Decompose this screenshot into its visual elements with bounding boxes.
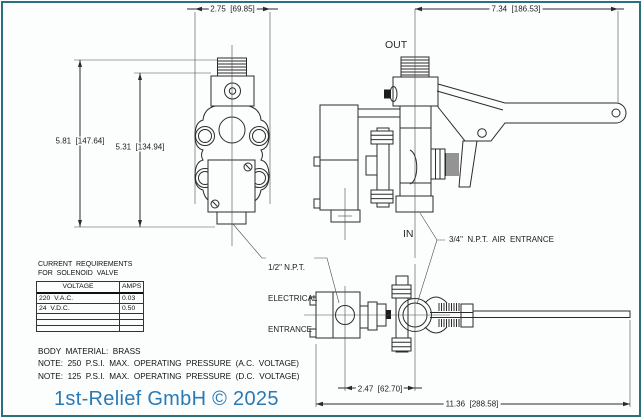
electrical-leader-front [232, 223, 266, 259]
dim-height-total: 5.81 [147.64] [53, 136, 107, 146]
bottom-view [304, 264, 631, 407]
table-cell-voltage: 220 V.A.C. [37, 294, 120, 303]
spring-nut [430, 148, 446, 180]
table-cell-amps [120, 314, 143, 319]
electrical-leader-bottom [314, 257, 340, 304]
watermark: 1st-Relief GmbH © 2025 [54, 388, 279, 410]
side-valve-column [395, 106, 434, 213]
dim-solenoid-center: 2.47 [62.70] [355, 384, 405, 394]
side-air-port [395, 195, 434, 213]
bottom-stud [386, 310, 391, 319]
table-header-voltage: VOLTAGE [37, 282, 120, 292]
bottom-spring [430, 303, 473, 327]
dim-height-body: 5.31 [134.94] [113, 142, 167, 152]
plate-screw-top [243, 162, 253, 172]
current-requirements-table: VOLTAGE AMPS 220 V.A.C. 0.03 24 V.D.C. 0… [36, 281, 144, 332]
electrical-callout-line3: ENTRANCE [268, 325, 313, 335]
electrical-callout-line1: 1/2" N.P.T. [268, 263, 305, 272]
bottom-dimensions [315, 320, 631, 407]
dim-overall-length: 11.36 [288.58] [443, 399, 501, 409]
air-entrance-callout: 3/4" N.P.T. AIR ENTRANCE [449, 235, 554, 244]
side-spring-coils [445, 153, 459, 176]
front-cover-plate [207, 159, 256, 213]
note-ac-pressure: NOTE: 250 P.S.I. MAX. OPERATING PRESSURE… [38, 359, 299, 369]
side-valve-head [384, 76, 439, 107]
side-stud [384, 89, 391, 99]
notes-block: BODY MATERIAL: BRASS NOTE: 250 P.S.I. MA… [38, 346, 299, 383]
note-body-material: BODY MATERIAL: BRASS [38, 347, 141, 356]
note-dc-pressure: NOTE: 125 P.S.I. MAX. OPERATING PRESSURE… [38, 371, 300, 381]
bottom-bolt-top [391, 284, 412, 299]
dim-lever-reach: 7.34 [186.53] [489, 4, 543, 14]
in-label: IN [403, 228, 414, 240]
side-solenoid [313, 104, 400, 240]
table-header-row: VOLTAGE AMPS [37, 282, 143, 294]
plate-screw-bottom [210, 199, 220, 209]
front-view [74, 6, 278, 246]
table-cell-voltage [37, 314, 120, 319]
table-row: 24 V.D.C. 0.50 [37, 304, 143, 314]
current-requirements-section: CURRENT REQUIREMENTS FOR SOLENOID VALVE … [36, 260, 144, 332]
front-electrical-port [216, 211, 247, 225]
dim-front-width: 2.75 [69.85] [208, 4, 257, 14]
bottom-flange-plate [391, 275, 412, 353]
bottom-lever-fork [460, 303, 631, 328]
side-bolt-top [370, 130, 394, 145]
table-cell-amps: 0.50 [122, 305, 136, 312]
side-spring-assembly [430, 148, 459, 180]
lever-pivot-hole [477, 128, 487, 138]
bottom-bolt-bottom [391, 337, 412, 352]
electrical-callout-line2: ELECTRICAL [268, 294, 318, 304]
side-view [313, 6, 627, 258]
table-title-line2: FOR SOLENOID VALVE [38, 270, 119, 277]
lever-end-hole [611, 108, 621, 118]
table-title: CURRENT REQUIREMENTS FOR SOLENOID VALVE [36, 260, 144, 278]
table-cell-voltage: 24 V.D.C. [37, 304, 120, 313]
side-lever-dimension [415, 6, 624, 103]
table-row [37, 326, 143, 331]
side-electrical-port [330, 209, 361, 223]
bottom-connector [359, 301, 391, 331]
table-row: 220 V.A.C. 0.03 [37, 294, 143, 304]
air-leader-bottom [416, 239, 438, 305]
table-title-line1: CURRENT REQUIREMENTS [38, 261, 133, 268]
table-header-amps: AMPS [122, 283, 142, 290]
lever-lower-bracket [458, 140, 478, 188]
out-label: OUT [385, 39, 408, 51]
air-leader-side [419, 212, 445, 241]
table-cell-voltage [37, 326, 120, 331]
table-cell-amps: 0.03 [122, 295, 136, 302]
bottom-spring-coils-top [438, 303, 460, 311]
table-row [37, 320, 143, 326]
front-solenoid-head [210, 75, 255, 107]
table-cell-voltage [37, 320, 120, 325]
table-row [37, 314, 143, 320]
bottom-spring-coils-bottom [438, 319, 460, 327]
lever-arm [436, 83, 627, 188]
side-bolt-bottom [370, 189, 394, 204]
table-cell-amps [120, 326, 143, 331]
table-cell-amps [120, 320, 143, 325]
electrical-entrance-callout: 1/2" N.P.T. ELECTRICAL ENTRANCE [268, 242, 317, 346]
leader-lines [232, 212, 445, 305]
bottom-lever-bar [472, 310, 631, 318]
